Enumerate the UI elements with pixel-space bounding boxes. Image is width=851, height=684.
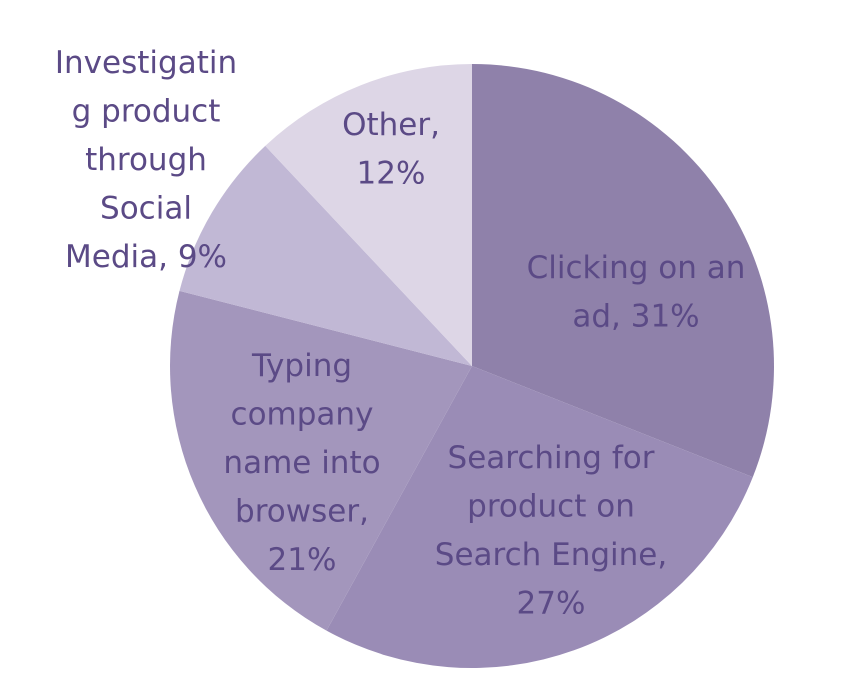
slice-label-line: Typing [251, 348, 352, 384]
slice-label-line: ad, 31% [572, 299, 699, 335]
slice-label-line: product on [467, 489, 635, 525]
slice-label-line: company [231, 397, 374, 433]
slice-label-line: Search Engine, [435, 537, 667, 573]
pie-labels: Clicking on an ad, 31% Searching for produc… [55, 45, 746, 622]
pie-slice-4 [265, 64, 472, 366]
slice-label-line: through [85, 142, 207, 178]
slice-label-line: name into [223, 445, 380, 481]
slice-label-4: Other, 12% [342, 107, 440, 192]
pie-slices [170, 64, 774, 668]
slice-label-line: 27% [517, 586, 586, 622]
slice-label-line: 12% [357, 156, 426, 192]
slice-label-1: Searching for product on Search Engine, 27% [435, 440, 667, 622]
pie-slice-0 [472, 64, 774, 478]
slice-label-line: Other, [342, 107, 440, 143]
pie-slice-2 [170, 290, 472, 631]
slice-label-line: Searching for [448, 440, 655, 476]
slice-label-line: Clicking on an [527, 250, 746, 286]
slice-label-2: Typing company name into browser, 21% [223, 348, 380, 578]
pie-slice-1 [326, 366, 753, 668]
slice-label-0: Clicking on an ad, 31% [527, 250, 746, 335]
slice-label-line: Media, 9% [65, 239, 227, 275]
slice-label-line: Investigatin [55, 45, 237, 81]
slice-label-line: browser, [235, 494, 369, 530]
slice-label-line: Social [100, 191, 192, 227]
pie-slice-3 [179, 145, 473, 366]
slice-label-line: g product [72, 94, 221, 130]
slice-label-line: 21% [268, 542, 337, 578]
